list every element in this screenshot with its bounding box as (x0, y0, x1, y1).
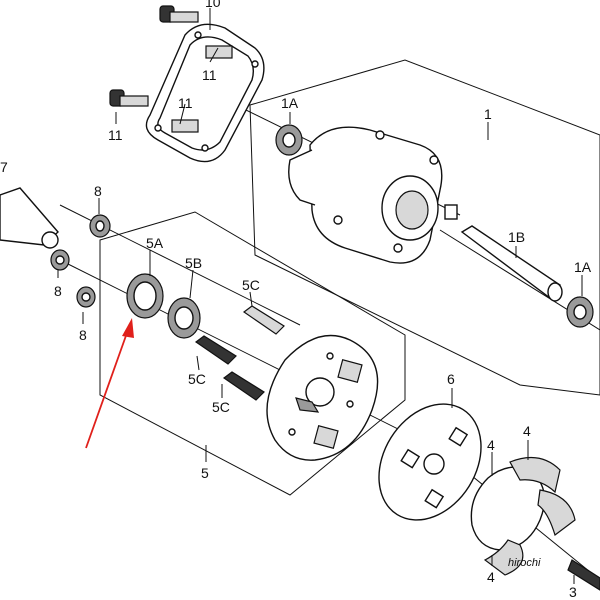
bearing-1a-top (275, 124, 303, 156)
bolt-11-mid-a (205, 45, 233, 59)
axle (0, 187, 59, 249)
watermark: hirochi (508, 557, 541, 569)
label-11-c: 11 (108, 127, 123, 143)
label-8-mid: 8 (54, 283, 62, 299)
damper-assembly-frame (99, 211, 406, 496)
bearing-5b (167, 297, 201, 339)
damper-hub-plate (266, 334, 379, 461)
label-6: 6 (447, 371, 455, 387)
bolt-11-top (159, 5, 199, 23)
label-7: 7 (0, 159, 8, 175)
collar-8-mid (50, 249, 70, 271)
label-5b: 5B (185, 255, 202, 271)
bolt-3 (567, 559, 600, 591)
label-8-top: 8 (94, 183, 102, 199)
label-8-bottom: 8 (79, 327, 87, 343)
label-1a-top: 1A (281, 95, 299, 111)
label-3: 3 (569, 584, 577, 600)
spacer-tube (460, 225, 563, 302)
damper-rubber-set (470, 456, 576, 576)
bearing-1a-right (566, 296, 594, 328)
label-11-b: 11 (178, 95, 193, 111)
label-5c-top: 5C (242, 277, 260, 293)
collar-8-top (89, 214, 111, 238)
label-10: 10 (205, 0, 221, 10)
stud-5c-mid (194, 335, 237, 365)
label-4-top-right: 4 (523, 423, 531, 439)
label-1b: 1B (508, 229, 525, 245)
label-5a: 5A (146, 235, 164, 251)
collar-8-bottom (76, 286, 96, 308)
stud-5c-top (242, 305, 285, 335)
gasket-plate (145, 23, 265, 163)
label-5c-mid: 5C (188, 371, 206, 387)
label-5c-bottom: 5C (212, 399, 230, 415)
label-1: 1 (484, 106, 492, 122)
rear-hub (288, 126, 458, 264)
leader-lines (57, 8, 583, 584)
label-11-a: 11 (202, 67, 217, 83)
label-1a-right: 1A (574, 259, 592, 275)
label-5: 5 (201, 465, 209, 481)
stud-5c-bottom (222, 371, 265, 401)
label-4-top-left: 4 (487, 437, 495, 453)
bolt-11-mid-b (171, 119, 199, 133)
oil-seal-5a (126, 273, 164, 319)
red-indicator-arrow (85, 318, 134, 449)
hub-assembly-frame (249, 59, 600, 396)
bolt-11-left (109, 89, 149, 107)
label-4-bottom: 4 (487, 569, 495, 585)
plate-6 (378, 403, 482, 521)
